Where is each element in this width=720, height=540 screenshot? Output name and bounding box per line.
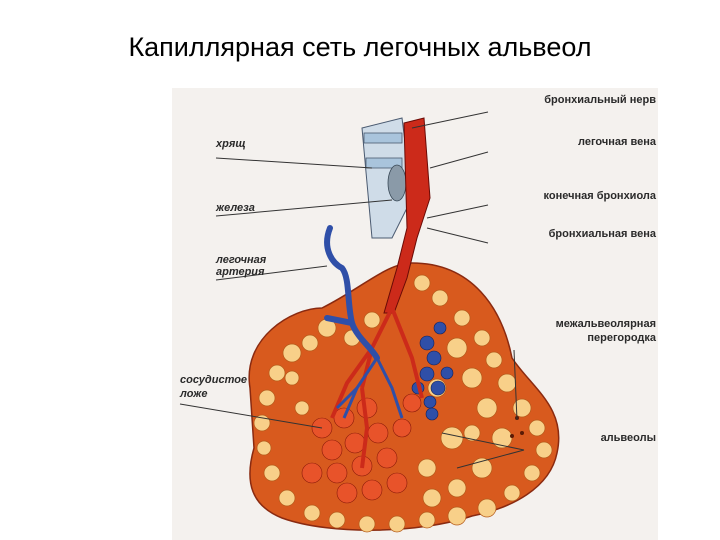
- pulmonary-artery: [324, 225, 380, 361]
- leader-lines: [179, 111, 525, 469]
- label-gland: железа: [216, 202, 255, 214]
- label-alveoli: альвеолы: [600, 432, 656, 444]
- label-interalveolar-septum-line1: межальвеолярная: [555, 318, 656, 330]
- alveoli-cluster: [253, 274, 553, 533]
- label-vascular-bed-line2: ложе: [180, 388, 208, 400]
- arterial-capillaries: [411, 321, 454, 421]
- alveolar-capillary-illustration: бронхиальный нерв легочная вена хрящ жел…: [172, 88, 658, 540]
- label-pulmonary-vein: легочная вена: [578, 136, 656, 148]
- label-interalveolar-septum-line2: перегородка: [587, 332, 656, 344]
- capillary-network: [301, 393, 422, 504]
- cartilage-ring: [363, 132, 403, 144]
- label-cartilage: хрящ: [216, 138, 246, 150]
- illustration-canvas: [179, 111, 560, 533]
- bronchiole: [361, 117, 413, 239]
- label-bronchial-vein: бронхиальная вена: [548, 228, 656, 240]
- label-pulmonary-artery-line2: артерия: [216, 266, 265, 278]
- slide-title: Капиллярная сеть легочных альвеол: [128, 32, 592, 62]
- artery-branches: [335, 357, 404, 419]
- label-terminal-bronchiole: конечная бронхиола: [543, 190, 657, 202]
- label-pulmonary-artery-line1: легочная: [216, 254, 267, 266]
- cartilage-ring: [365, 157, 403, 169]
- pulmonary-vein: [383, 117, 431, 314]
- label-bronchial-nerve: бронхиальный нерв: [544, 94, 656, 106]
- gland: [387, 164, 407, 202]
- label-vascular-bed-line1: сосудистое: [180, 374, 248, 386]
